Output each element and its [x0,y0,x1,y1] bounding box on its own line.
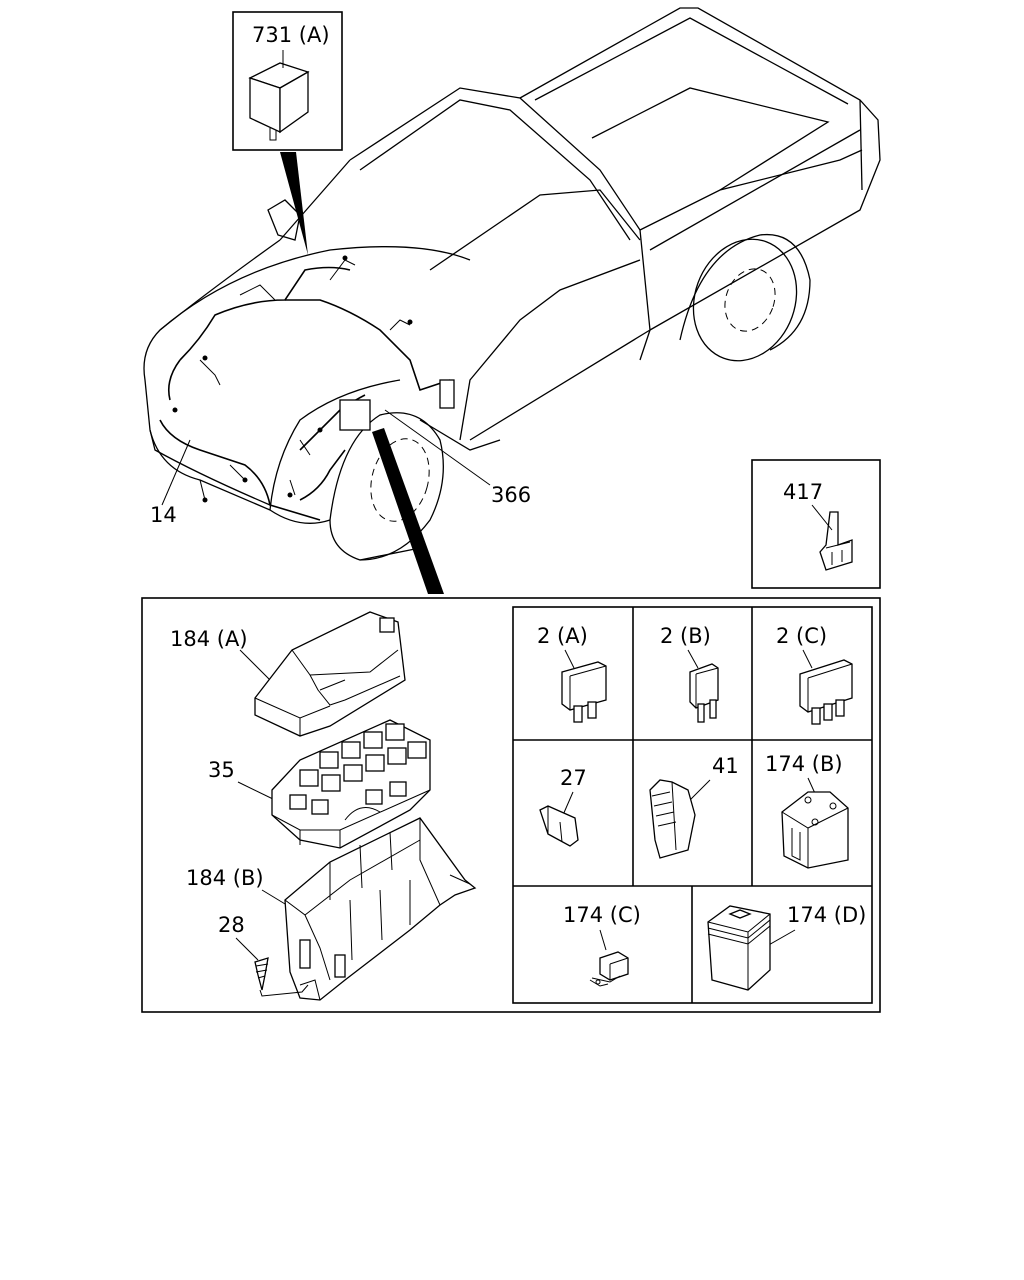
relay-label: 731 (A) [252,23,330,47]
fuse-174c-icon [589,951,629,987]
fuse-174b-label: 174 (B) [765,752,843,776]
cover-lower-label: 184 (B) [186,866,264,890]
clip-27-label: 27 [560,766,587,790]
fuse-2b-label: 2 (B) [660,624,711,648]
fuse-174c-label: 174 (C) [563,903,641,927]
screw-label: 28 [218,913,245,937]
fuse-2a-label: 2 (A) [537,624,588,648]
fuse-puller-label: 417 [783,480,823,504]
fuse-174d-icon [707,905,771,991]
fuse-box-assy-label: 366 [491,483,531,507]
wiring-harness [159,255,455,521]
fuse-box-panel [141,597,881,1013]
fuse-2c-label: 2 (C) [776,624,827,648]
fuse-block-icon [271,719,431,849]
fuse-174b-icon [781,791,849,869]
fuse-2a-icon [561,661,607,723]
harness-label: 14 [150,503,177,527]
clip-41-icon [649,779,696,859]
fuse-grid [512,606,873,1004]
relay-inset-box [232,11,343,151]
lower-cover-icon [284,817,477,1001]
relay-icon [248,50,310,141]
fuse-puller-inset-box [751,459,881,589]
clip-41-label: 41 [712,754,739,778]
truck-illustration [143,7,881,561]
clip-27-icon [539,805,579,847]
fuse-174d-label: 174 (D) [787,903,866,927]
upper-cover-icon [254,611,406,737]
fuse-puller-icon [811,504,853,571]
fuse-2c-icon [799,659,853,725]
cover-upper-label: 184 (A) [170,627,248,651]
fuse-block-label: 35 [208,758,235,782]
relay-pointer [280,152,308,255]
screw-icon [254,957,309,997]
fuse-box-pointer [372,428,444,594]
fuse-2b-icon [689,663,719,723]
